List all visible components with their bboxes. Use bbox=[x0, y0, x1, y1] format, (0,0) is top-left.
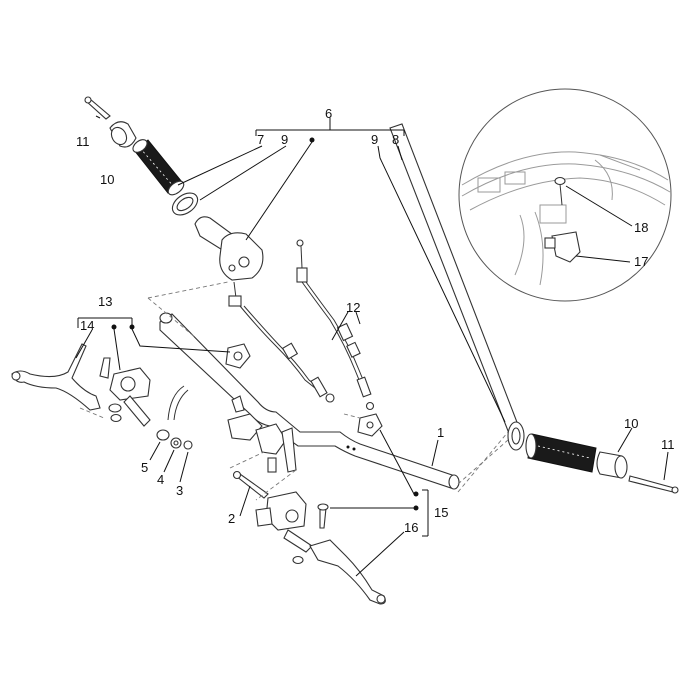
leader-lines bbox=[75, 115, 669, 577]
handlebar bbox=[159, 312, 460, 490]
left-mirror-mount-clamp bbox=[225, 343, 251, 369]
left-grip-ring bbox=[171, 192, 199, 216]
callout-10-left: 10 bbox=[100, 172, 114, 187]
right-switch-clip bbox=[357, 413, 383, 437]
right-reservoir-screw bbox=[317, 503, 329, 529]
right-bar-end-weight bbox=[596, 451, 628, 479]
detail-bracket bbox=[544, 231, 581, 263]
callout-12: 12 bbox=[346, 300, 360, 315]
throttle-grip bbox=[194, 216, 264, 307]
callout-9-right: 9 bbox=[371, 132, 378, 147]
right-master-cylinder-bolt bbox=[232, 470, 269, 499]
left-bar-end-screw bbox=[84, 96, 111, 120]
assembly-guide-lines bbox=[79, 281, 509, 501]
callout-4: 4 bbox=[157, 472, 164, 487]
left-grip-assembly bbox=[84, 96, 199, 216]
detail-inset bbox=[458, 88, 672, 302]
right-brake-lever bbox=[309, 539, 386, 605]
callout-7: 7 bbox=[257, 132, 264, 147]
callout-9-left: 9 bbox=[281, 132, 288, 147]
callout-17: 17 bbox=[634, 254, 648, 269]
right-master-cylinder bbox=[255, 491, 313, 565]
left-bar-end-weight bbox=[109, 121, 137, 148]
left-grip bbox=[132, 139, 185, 196]
callout-14: 14 bbox=[80, 318, 94, 333]
right-brake-assembly bbox=[232, 413, 386, 605]
callout-8: 8 bbox=[392, 132, 399, 147]
left-brake-assembly bbox=[11, 343, 251, 427]
left-master-cylinder bbox=[99, 357, 151, 427]
throttle-cables bbox=[239, 239, 375, 411]
callout-5: 5 bbox=[141, 460, 148, 475]
callout-18: 18 bbox=[634, 220, 648, 235]
callout-labels: 1 2 3 4 5 6 7 8 9 9 10 10 11 11 12 13 14… bbox=[76, 106, 675, 535]
right-grip bbox=[525, 433, 597, 473]
left-hose-bracket bbox=[167, 385, 189, 421]
handlebar-clamp-hardware bbox=[156, 395, 297, 473]
detail-screw bbox=[554, 176, 566, 206]
callout-13: 13 bbox=[98, 294, 112, 309]
callout-1: 1 bbox=[437, 425, 444, 440]
callout-11-left: 11 bbox=[76, 134, 90, 149]
right-bar-end-screw bbox=[628, 475, 679, 494]
right-grip-ring bbox=[507, 421, 525, 451]
callout-2: 2 bbox=[228, 511, 235, 526]
callout-6: 6 bbox=[325, 106, 332, 121]
callout-11-right: 11 bbox=[661, 437, 675, 452]
callout-3: 3 bbox=[176, 483, 183, 498]
callout-15: 15 bbox=[434, 505, 448, 520]
left-brake-lever bbox=[11, 343, 101, 411]
callout-10-right: 10 bbox=[624, 416, 638, 431]
callout-16: 16 bbox=[404, 520, 418, 535]
right-grip-assembly bbox=[507, 421, 679, 494]
